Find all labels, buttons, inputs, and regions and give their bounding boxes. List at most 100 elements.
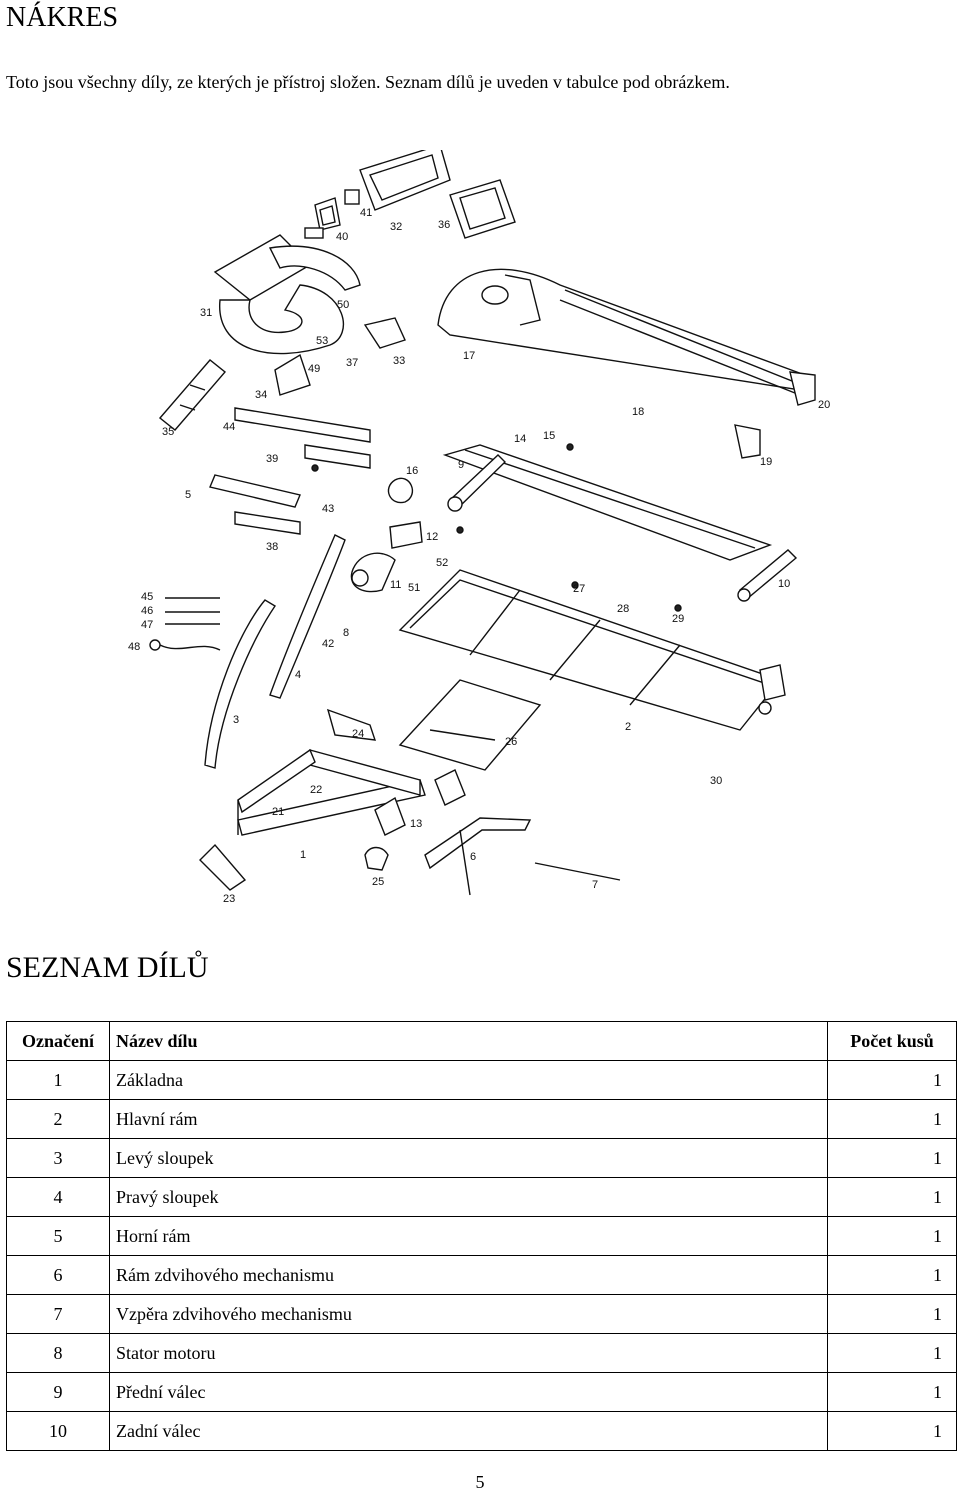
cell-id: 6 [6,1255,110,1295]
callout-44: 44 [223,421,235,433]
intro-paragraph: Toto jsou všechny díly, ze kterých je př… [6,72,730,92]
cell-name: Rám zdvihového mechanismu [109,1255,828,1295]
callout-6: 6 [470,851,476,863]
callout-40: 40 [336,231,348,243]
cell-name: Stator motoru [109,1333,828,1373]
table-row: 9 Přední válec 1 [6,1372,957,1412]
header-name: Název dílu [109,1021,828,1061]
callout-3: 3 [233,714,239,726]
callout-13: 13 [410,818,422,830]
page-title: NÁKRES [6,2,119,33]
cell-name: Levý sloupek [109,1138,828,1178]
callout-14: 14 [514,433,526,445]
cell-name: Pravý sloupek [109,1177,828,1217]
cell-qty: 1 [827,1372,957,1412]
callout-53: 53 [316,335,328,347]
callout-8: 8 [343,627,349,639]
cell-id: 3 [6,1138,110,1178]
callout-10: 10 [778,578,790,590]
callout-27: 27 [573,583,585,595]
callout-22: 22 [310,784,322,796]
callout-23: 23 [223,893,235,905]
callout-39: 39 [266,453,278,465]
cell-id: 1 [6,1060,110,1100]
diagram-drawing [149,150,816,896]
cell-name: Horní rám [109,1216,828,1256]
callout-1: 1 [300,849,306,861]
cell-name: Zadní válec [109,1411,828,1451]
callout-31: 31 [200,307,212,319]
callout-7: 7 [592,879,598,891]
callout-19: 19 [760,456,772,468]
cell-qty: 1 [827,1294,957,1334]
table-row: 7 Vzpěra zdvihového mechanismu 1 [6,1294,957,1334]
table-header-row: Označení Název dílu Počet kusů [6,1021,957,1061]
callout-17: 17 [463,350,475,362]
callout-25: 25 [372,876,384,888]
table-row: 8 Stator motoru 1 [6,1333,957,1373]
callout-20: 20 [818,399,830,411]
cell-qty: 1 [827,1099,957,1139]
callout-29: 29 [672,613,684,625]
callout-4: 4 [295,669,301,681]
table-row: 6 Rám zdvihového mechanismu 1 [6,1255,957,1295]
callout-49: 49 [308,363,320,375]
cell-id: 7 [6,1294,110,1334]
table-row: 5 Horní rám 1 [6,1216,957,1256]
table-row: 3 Levý sloupek 1 [6,1138,957,1178]
table-row: 10 Zadní válec 1 [6,1411,957,1451]
callout-18: 18 [632,406,644,418]
exploded-parts-diagram: 1 2 3 4 5 6 7 8 9 10 11 12 13 14 15 16 1… [128,150,830,905]
callout-28: 28 [617,603,629,615]
cell-id: 10 [6,1411,110,1451]
cell-qty: 1 [827,1255,957,1295]
page-number: 5 [475,1472,485,1492]
callout-38: 38 [266,541,278,553]
callout-21: 21 [272,806,284,818]
cell-qty: 1 [827,1138,957,1178]
callout-32: 32 [390,221,402,233]
callout-50: 50 [337,299,349,311]
parts-table: Označení Název dílu Počet kusů 1 Základn… [6,1021,957,1451]
header-id: Označení [6,1021,110,1061]
parts-section-title: SEZNAM DÍLŮ [6,951,209,984]
cell-id: 4 [6,1177,110,1217]
cell-qty: 1 [827,1060,957,1100]
cell-id: 8 [6,1333,110,1373]
cell-name: Hlavní rám [109,1099,828,1139]
table-row: 2 Hlavní rám 1 [6,1099,957,1139]
diagram-callout-labels: 1 2 3 4 5 6 7 8 9 10 11 12 13 14 15 16 1… [128,207,830,905]
callout-30: 30 [710,775,722,787]
cell-qty: 1 [827,1177,957,1217]
callout-34: 34 [255,389,267,401]
callout-47: 47 [141,619,153,631]
callout-24: 24 [352,728,364,740]
callout-16: 16 [406,465,418,477]
callout-2: 2 [625,721,631,733]
cell-id: 2 [6,1099,110,1139]
header-qty: Počet kusů [827,1021,957,1061]
callout-52: 52 [436,557,448,569]
cell-name: Vzpěra zdvihového mechanismu [109,1294,828,1334]
callout-42: 42 [322,638,334,650]
callout-12: 12 [426,531,438,543]
callout-51: 51 [408,582,420,594]
callout-41: 41 [360,207,372,219]
cell-qty: 1 [827,1216,957,1256]
table-row: 1 Základna 1 [6,1060,957,1100]
cell-name: Přední válec [109,1372,828,1412]
table-row: 4 Pravý sloupek 1 [6,1177,957,1217]
callout-45: 45 [141,591,153,603]
cell-id: 9 [6,1372,110,1412]
callout-36: 36 [438,219,450,231]
callout-9: 9 [458,459,464,471]
callout-43: 43 [322,503,334,515]
callout-37: 37 [346,357,358,369]
callout-5: 5 [185,489,191,501]
callout-15: 15 [543,430,555,442]
cell-qty: 1 [827,1411,957,1451]
cell-id: 5 [6,1216,110,1256]
cell-name: Základna [109,1060,828,1100]
callout-11: 11 [390,579,401,591]
callout-26: 26 [505,736,517,748]
